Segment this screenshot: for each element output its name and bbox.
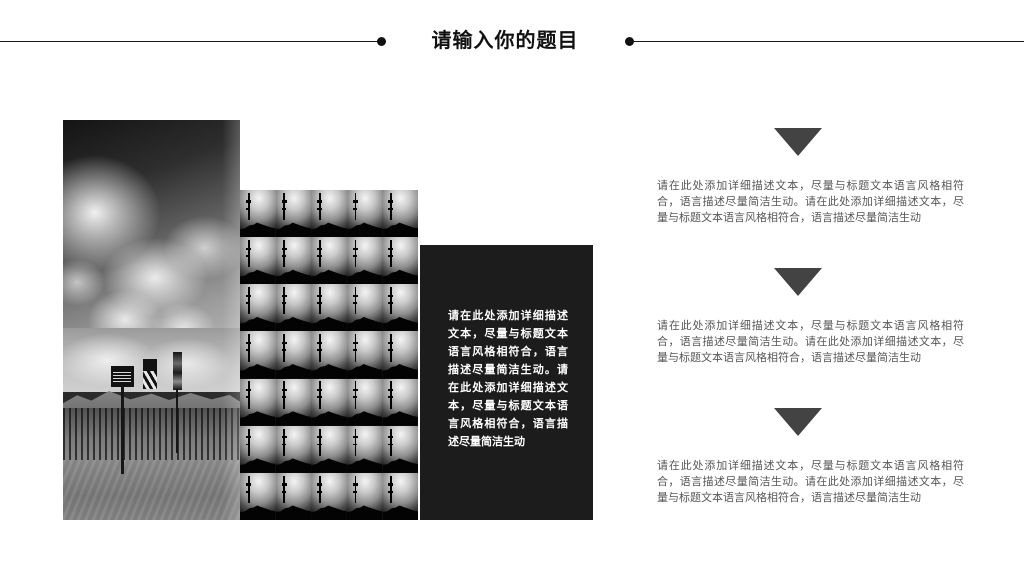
dark-description-panel: 请在此处添加详细描述文本，尽量与标题文本语言风格相符合，语言描述尽量简洁生动。请… [420, 245, 593, 520]
photo-tile [346, 378, 383, 426]
photo-tile [240, 378, 276, 426]
photo-tile [311, 378, 347, 426]
triangle-down-icon [774, 408, 822, 436]
photo-tile [275, 284, 312, 332]
main-photo [63, 120, 240, 520]
photo-tile [240, 331, 276, 379]
photo-signal-pole [172, 352, 183, 391]
photo-tile [346, 472, 383, 520]
photo-tile [275, 190, 312, 238]
photo-tile [382, 284, 418, 332]
slide-header: 请输入你的题目 [0, 0, 1024, 82]
photo-tile [311, 190, 347, 238]
photo-tile [311, 284, 347, 332]
photo-scrub-layer [63, 408, 240, 464]
photo-tile [382, 190, 418, 238]
photo-tile [275, 331, 312, 379]
bullet-column: 请在此处添加详细描述文本，尽量与标题文本语言风格相符合，语言描述尽量简洁生动。请… [628, 118, 1024, 538]
photo-tile [275, 425, 312, 473]
header-rule-left [0, 41, 381, 42]
photo-tile [346, 331, 383, 379]
photo-tile [240, 284, 276, 332]
photo-tile [382, 331, 418, 379]
photo-tile [240, 472, 276, 520]
bullet-description: 请在此处添加详细描述文本，尽量与标题文本语言风格相符合，语言描述尽量简洁生动。请… [657, 320, 964, 364]
photo-tile [275, 472, 312, 520]
triangle-down-icon [774, 268, 822, 296]
photo-tile [346, 425, 383, 473]
photo-tile [346, 190, 383, 238]
photo-tile [382, 378, 418, 426]
photo-tile [311, 472, 347, 520]
photo-sign-stripes [142, 371, 157, 389]
triangle-down-icon [774, 128, 822, 156]
bullet-description: 请在此处添加详细描述文本，尽量与标题文本语言风格相符合，语言描述尽量简洁生动。请… [657, 180, 964, 224]
photo-billboard-left-text [113, 372, 132, 384]
photo-tile [382, 425, 418, 473]
photo-tile [240, 425, 276, 473]
photo-tile [311, 331, 347, 379]
photo-tile [240, 190, 276, 238]
photo-sky-layer [63, 120, 240, 352]
photo-edge-highlight [222, 120, 240, 520]
page-title: 请输入你的题目 [431, 30, 579, 52]
photo-tile [346, 284, 383, 332]
bullet-description: 请在此处添加详细描述文本，尽量与标题文本语言风格相符合，语言描述尽量简洁生动。请… [657, 460, 964, 504]
photo-tile [275, 378, 312, 426]
header-dot-left-icon [377, 37, 386, 46]
photo-tile [382, 472, 418, 520]
header-rule-right [629, 41, 1024, 42]
photo-tile [346, 237, 383, 285]
photo-tile [240, 237, 276, 285]
photo-sign-top [142, 359, 157, 372]
tiled-photo-grid [240, 190, 418, 520]
photo-tile [311, 425, 347, 473]
photo-tile [311, 237, 347, 285]
photo-tile [275, 237, 312, 285]
photo-tile [382, 237, 418, 285]
dark-panel-description: 请在此处添加详细描述文本，尽量与标题文本语言风格相符合，语言描述尽量简洁生动。请… [448, 310, 568, 448]
photo-ground-layer [63, 460, 240, 520]
photo-post-left [121, 386, 124, 474]
photo-post-right [176, 389, 179, 454]
